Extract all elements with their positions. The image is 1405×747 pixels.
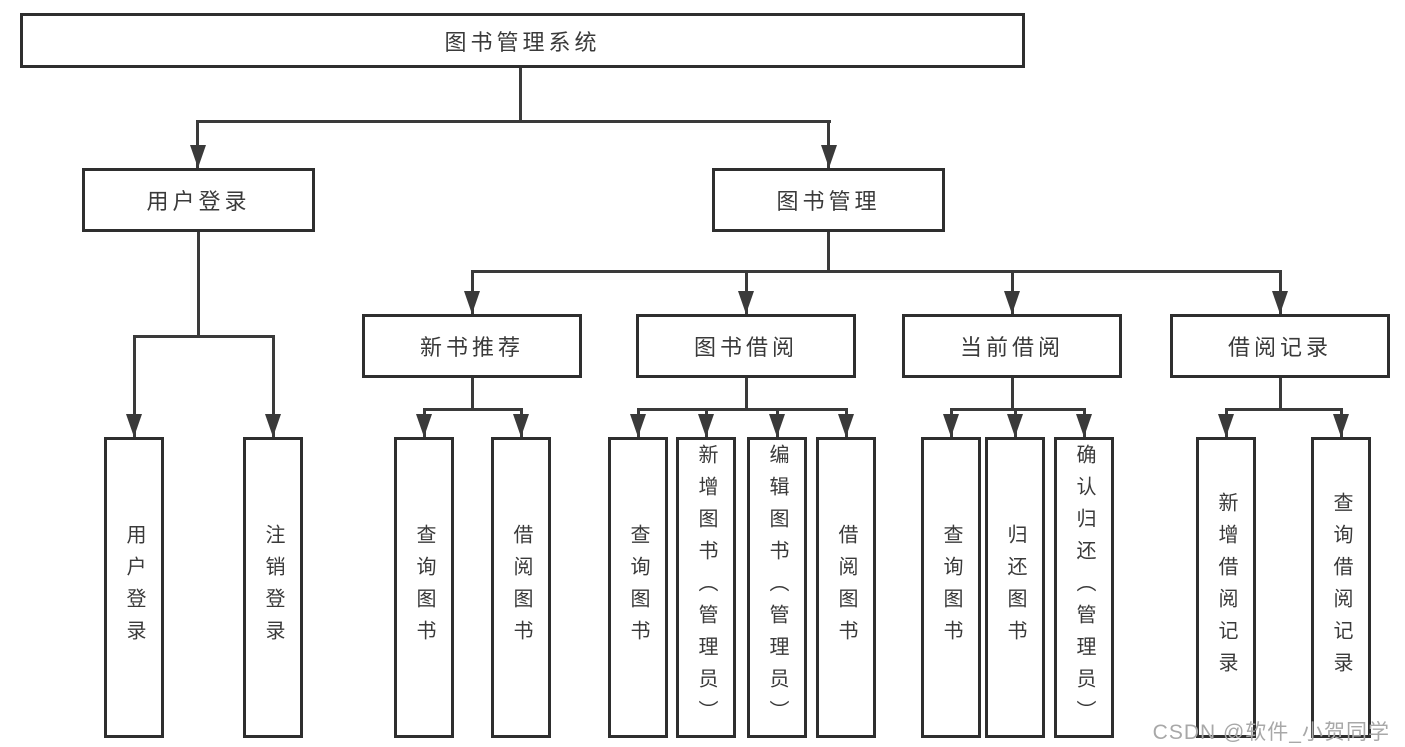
- node-new-book-recommend: 新书推荐: [362, 314, 582, 378]
- arrowhead-down-icon: [1004, 291, 1020, 314]
- node-library-management-system: 图书管理系统: [20, 13, 1025, 68]
- leaf-confirm-return-admin: 确认归还（管理员）: [1054, 437, 1114, 738]
- connector-line: [471, 378, 474, 410]
- arrowhead-down-icon: [1007, 414, 1023, 437]
- leaf-label: 确认归还（管理员）: [1073, 443, 1095, 732]
- connector-line: [519, 68, 522, 120]
- leaf-search-books-borrowing: 查询图书: [608, 437, 668, 738]
- leaf-logout-login: 注销登录: [243, 437, 303, 738]
- arrowhead-down-icon: [1333, 414, 1349, 437]
- arrowhead-down-icon: [630, 414, 646, 437]
- connector-line: [827, 120, 830, 168]
- connector-line: [134, 335, 275, 338]
- leaf-label: 用户登录: [123, 523, 145, 652]
- connector-line: [196, 120, 199, 168]
- connector-line: [1279, 378, 1282, 410]
- leaf-label: 借阅图书: [835, 523, 857, 652]
- node-borrowing-records: 借阅记录: [1170, 314, 1390, 378]
- arrowhead-down-icon: [126, 414, 142, 437]
- arrowhead-down-icon: [265, 414, 281, 437]
- watermark: CSDN @软件_小贺同学: [1152, 721, 1390, 744]
- arrowhead-down-icon: [738, 291, 754, 314]
- connector-line: [745, 378, 748, 410]
- connector-line: [272, 335, 275, 437]
- node-book-borrowing: 图书借阅: [636, 314, 856, 378]
- leaf-borrow-books-recommend: 借阅图书: [491, 437, 551, 738]
- connector-line: [1225, 408, 1343, 411]
- connector-line: [197, 120, 831, 123]
- leaf-label: 查询图书: [413, 523, 435, 652]
- connector-line: [827, 232, 830, 272]
- arrowhead-down-icon: [1218, 414, 1234, 437]
- leaf-label: 归还图书: [1004, 523, 1026, 652]
- arrowhead-down-icon: [1272, 291, 1288, 314]
- leaf-label: 新增图书（管理员）: [695, 443, 717, 732]
- leaf-search-books-recommend: 查询图书: [394, 437, 454, 738]
- leaf-search-books-current: 查询图书: [921, 437, 981, 738]
- leaf-label: 查询图书: [627, 523, 649, 652]
- connector-line: [950, 408, 1086, 411]
- leaf-label: 查询图书: [940, 523, 962, 652]
- leaf-label: 借阅图书: [510, 523, 532, 652]
- node-user-login: 用户登录: [82, 168, 315, 232]
- node-book-management: 图书管理: [712, 168, 945, 232]
- leaf-edit-books-admin: 编辑图书（管理员）: [747, 437, 807, 738]
- leaf-borrow-books-borrowing: 借阅图书: [816, 437, 876, 738]
- arrowhead-down-icon: [698, 414, 714, 437]
- leaf-label: 新增借阅记录: [1215, 491, 1237, 684]
- connector-line: [637, 408, 848, 411]
- connector-line: [133, 335, 136, 437]
- arrowhead-down-icon: [190, 145, 206, 168]
- leaf-add-books-admin: 新增图书（管理员）: [676, 437, 736, 738]
- leaf-user-login: 用户登录: [104, 437, 164, 738]
- arrowhead-down-icon: [513, 414, 529, 437]
- leaf-add-borrow-record: 新增借阅记录: [1196, 437, 1256, 738]
- leaf-return-books: 归还图书: [985, 437, 1045, 738]
- connector-line: [471, 270, 1282, 273]
- arrowhead-down-icon: [821, 145, 837, 168]
- arrowhead-down-icon: [769, 414, 785, 437]
- leaf-label: 注销登录: [262, 523, 284, 652]
- leaf-search-borrow-record: 查询借阅记录: [1311, 437, 1371, 738]
- connector-line: [1011, 378, 1014, 410]
- leaf-label: 编辑图书（管理员）: [766, 443, 788, 732]
- arrowhead-down-icon: [838, 414, 854, 437]
- arrowhead-down-icon: [943, 414, 959, 437]
- leaf-label: 查询借阅记录: [1330, 491, 1352, 684]
- node-current-borrowing: 当前借阅: [902, 314, 1122, 378]
- connector-line: [197, 232, 200, 337]
- connector-line: [423, 408, 523, 411]
- arrowhead-down-icon: [464, 291, 480, 314]
- arrowhead-down-icon: [416, 414, 432, 437]
- arrowhead-down-icon: [1076, 414, 1092, 437]
